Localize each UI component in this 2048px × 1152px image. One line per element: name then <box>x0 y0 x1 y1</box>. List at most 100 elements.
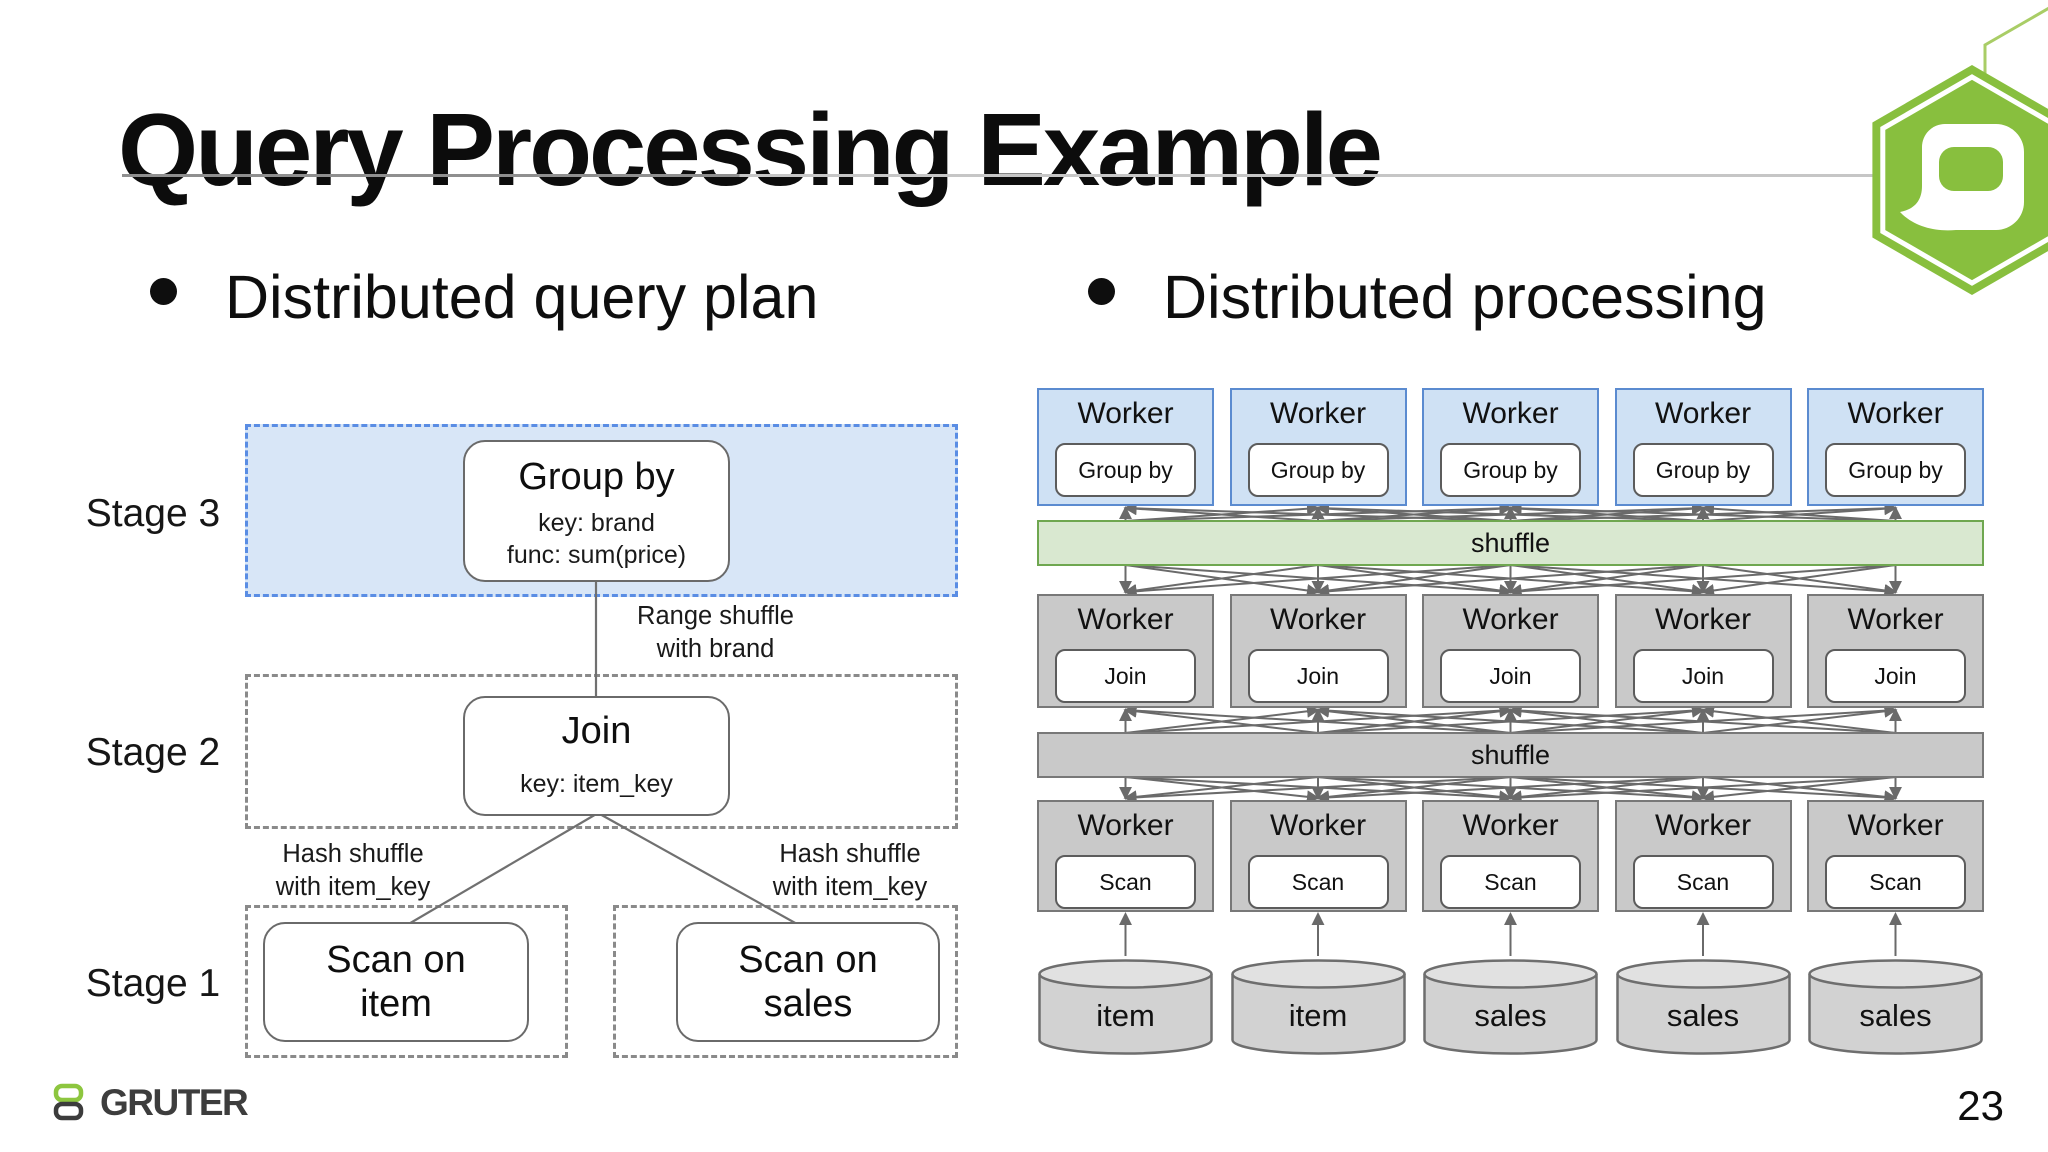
flow-arrow <box>1510 564 1898 598</box>
gruter-logo-text: GRUTER <box>100 1082 249 1123</box>
worker-title: Worker <box>1847 603 1944 636</box>
worker-operator: Group by <box>1055 443 1196 497</box>
cylinder-shape <box>1038 959 1213 1055</box>
datastore-cylinder: item <box>1037 958 1214 1058</box>
worker-title: Worker <box>1462 603 1559 636</box>
worker-operator: Join <box>1825 649 1966 703</box>
join-title: Join <box>561 710 632 752</box>
scan-sales-title: Scan on sales <box>738 939 878 1025</box>
edge-join-scansales <box>597 812 816 935</box>
datastore-cylinder: item <box>1230 958 1407 1058</box>
datastore-label: sales <box>1474 998 1547 1033</box>
worker-operator: Join <box>1440 649 1581 703</box>
flow-arrow <box>1125 564 1320 597</box>
bullet-label: Distributed query plan <box>225 263 819 331</box>
range-shuffle-label: Range shuffle with brand <box>637 602 794 663</box>
datastore-cylinder: sales <box>1422 958 1599 1058</box>
worker-title: Worker <box>1269 809 1367 842</box>
flow-arrow <box>1510 564 1705 597</box>
worker-operator: Join <box>1247 649 1389 703</box>
flow-arrow <box>1125 704 1513 734</box>
worker-title: Worker <box>1269 603 1367 636</box>
shuffle-band-top: shuffle <box>1037 520 1984 566</box>
bullet-label: Distributed processing <box>1163 263 1767 331</box>
shuffle-label: shuffle <box>1470 739 1551 770</box>
worker-title: Worker <box>1077 809 1174 842</box>
worker-operator: Scan <box>1247 855 1389 909</box>
gruter-logo: GRUTER <box>52 1082 249 1124</box>
gruter-logo-icon <box>53 1083 84 1121</box>
flow-arrow <box>1317 502 1513 522</box>
flow-arrow <box>1702 502 1898 522</box>
flow-arrow <box>1125 776 1320 804</box>
worker-title: Worker <box>1654 397 1752 430</box>
group-by-func: func: sum(price) <box>506 541 687 569</box>
scan-item-title: Scan on item <box>326 939 466 1025</box>
title-underline <box>122 174 1886 177</box>
bullet-distributed-processing: Distributed processing <box>1088 262 1767 332</box>
worker-operator: Scan <box>1825 855 1966 909</box>
flow-arrow <box>1510 704 1898 734</box>
group-by-title: Group by <box>518 456 675 498</box>
flow-arrow <box>1702 776 1898 804</box>
page-number: 23 <box>1957 1082 2004 1129</box>
worker-operator: Scan <box>1632 855 1774 909</box>
cylinder-shape <box>1615 959 1791 1055</box>
group-by-key: key: brand <box>538 509 655 537</box>
stage-1-region-item <box>245 905 568 1058</box>
datastore-cylinder: sales <box>1807 958 1984 1058</box>
stage-1-label: Stage 1 <box>85 962 221 1005</box>
worker-operator: Group by <box>1632 443 1774 497</box>
flow-arrow <box>1510 776 1898 804</box>
cylinder-shape <box>1423 959 1598 1055</box>
flow-arrow <box>1702 564 1898 597</box>
flow-arrow <box>1317 776 1705 804</box>
worker-title: Worker <box>1462 809 1559 842</box>
hash-shuffle-right-label: Hash shuffle with item_key <box>772 840 928 901</box>
join-node: Join key: item_key <box>463 696 730 816</box>
shuffle-band-bottom: shuffle <box>1037 732 1984 778</box>
flow-arrow <box>1125 501 1513 522</box>
flow-arrow <box>1510 704 1705 734</box>
datastore-label: item <box>1288 998 1348 1033</box>
flow-arrow <box>1510 776 1705 804</box>
flow-arrow <box>1317 776 1513 804</box>
hash-shuffle-left-label: Hash shuffle with item_key <box>275 840 431 901</box>
flow-arrow <box>1510 502 1705 522</box>
cylinder-shape <box>1808 959 1983 1055</box>
edge-join-scanitem <box>394 812 599 933</box>
flow-arrow <box>1317 704 1705 734</box>
bullet-dot <box>150 278 177 306</box>
flow-arrow <box>1125 776 1513 804</box>
worker-operator: Join <box>1055 649 1196 703</box>
worker-title: Worker <box>1654 603 1752 636</box>
page-title: Query Processing Example <box>118 92 1383 207</box>
scan-item-node: Scan on item <box>263 922 529 1042</box>
join-key: key: item_key <box>520 770 673 798</box>
datastore-label: item <box>1096 998 1155 1033</box>
datastore-cylinder: sales <box>1615 958 1792 1058</box>
group-by-node: Group by key: brand func: sum(price) <box>463 440 730 582</box>
cylinder-shape <box>1230 959 1406 1055</box>
datastore-label: sales <box>1666 998 1740 1033</box>
worker-operator: Scan <box>1055 855 1196 909</box>
flow-arrow <box>1125 502 1320 522</box>
flow-arrow <box>1317 704 1513 734</box>
flow-arrow <box>1125 704 1320 734</box>
stage-2-label: Stage 2 <box>85 731 221 774</box>
